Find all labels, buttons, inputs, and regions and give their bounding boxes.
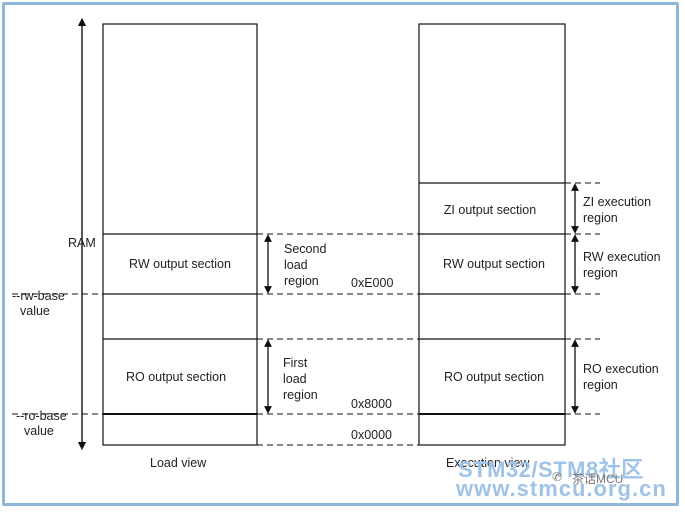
execution-view-label: Execution view bbox=[446, 456, 530, 470]
ro-base-label: --ro-base value bbox=[16, 409, 70, 438]
ro-execution-region-label: RO execution region bbox=[583, 362, 662, 392]
dashed-guides bbox=[12, 182, 600, 446]
load-view-label: Load view bbox=[150, 456, 207, 470]
address-0x0000: 0x0000 bbox=[351, 428, 392, 442]
ram-label: RAM bbox=[68, 236, 96, 250]
address-0x8000: 0x8000 bbox=[351, 397, 392, 411]
load-rw-section-label: RW output section bbox=[129, 257, 231, 271]
second-load-region-label: Second load region bbox=[284, 242, 330, 288]
rw-execution-region-label: RW execution region bbox=[583, 250, 664, 280]
first-load-region-label: First load region bbox=[283, 356, 318, 402]
watermark-brand: 茶话MCU bbox=[572, 472, 624, 486]
address-0xe000: 0xE000 bbox=[351, 276, 393, 290]
exec-zi-section-label: ZI output section bbox=[444, 203, 536, 217]
watermark-community: STM32/STM8社区 bbox=[458, 457, 644, 482]
diagram-frame bbox=[2, 2, 679, 506]
exec-ro-section-label: RO output section bbox=[444, 370, 544, 384]
watermark-url: www.stmcu.org.cn bbox=[456, 476, 667, 501]
wechat-icon: ✆ bbox=[552, 470, 563, 484]
zi-execution-region-label: ZI execution region bbox=[583, 195, 655, 225]
load-ro-section-label: RO output section bbox=[126, 370, 226, 384]
rw-base-label: --rw-base value bbox=[12, 289, 68, 318]
exec-rw-section-label: RW output section bbox=[443, 257, 545, 271]
